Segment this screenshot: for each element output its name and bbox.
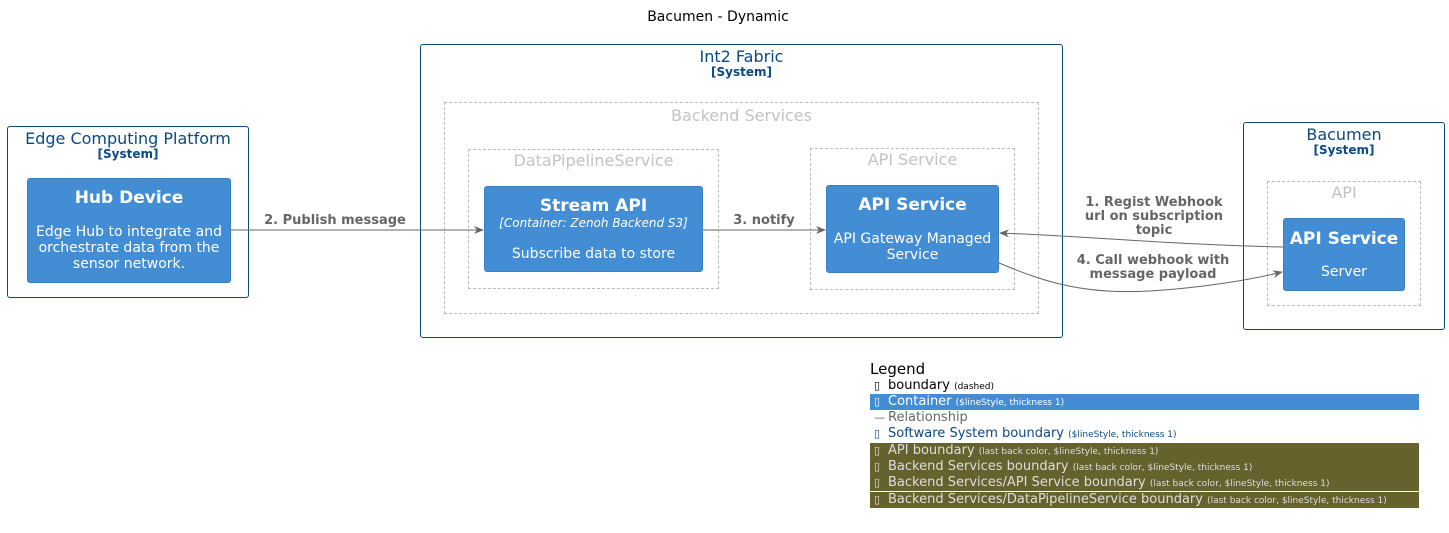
edge-label-publish: 2. Publish message [264,213,406,228]
node-title: API Service [858,195,967,215]
node-description: API Gateway Managed Service [833,231,992,263]
legend-item: ▯ Software System boundary ($lineStyle, t… [870,426,1419,442]
edge-label-regist-webhook: 1. Regist Webhook url on subscription to… [1084,195,1224,238]
node-api-server[interactable]: API Service Server [1283,218,1405,291]
boundary-name-apiservice: API Service [867,150,958,169]
edge-label-call-webhook: 4. Call webhook with message payload [1076,253,1230,282]
legend-label: Backend Services boundary [888,459,1073,474]
legend-item: —Relationship [870,410,1419,426]
legend-item: ▯ Container ($lineStyle, thickness 1) [870,394,1419,410]
legend-note: ($lineStyle, thickness 1) [955,398,1065,408]
boundary-api-service: API Service [810,148,1015,290]
legend-item: ▯ Backend Services boundary (last back co… [870,459,1419,475]
boundary-name-backend: Backend Services [671,106,812,125]
legend-item: ▯ API boundary (last back color, $lineSty… [870,443,1419,459]
legend-item: ▯ Backend Services/DataPipelineService bo… [870,492,1419,508]
node-api-gateway[interactable]: API Service API Gateway Managed Service [826,185,999,273]
legend-item: ▯ boundary (dashed) [870,378,1419,394]
legend-icon: ▯ [874,395,881,408]
legend-icon: ▯ [874,379,881,392]
legend-note: ($lineStyle, thickness 1) [1068,430,1177,440]
edge-label-notify: 3. notify [733,213,795,228]
boundary-name-pipeline: DataPipelineService [513,151,674,170]
legend-item: ▯ Backend Services/API Service boundary (… [870,475,1419,491]
system-boundary-bacumen: Bacumen [System] [1243,122,1445,330]
legend-icon: ▯ [874,444,881,457]
legend-icon: ▯ [874,427,881,440]
node-stream-api[interactable]: Stream API [Container: Zenoh Backend S3]… [484,186,703,272]
system-tag-bacumen: [System] [1313,143,1375,157]
legend-label: Backend Services/DataPipelineService bou… [888,492,1208,507]
legend-note: (last back color, $lineStyle, thickness … [1149,479,1330,489]
diagram-title: Bacumen - Dynamic [647,9,789,25]
system-boundary-edge: Edge Computing Platform [System] Hub Dev… [7,126,249,298]
legend-icon: — [874,411,885,424]
system-name-fabric: Int2 Fabric [699,47,784,66]
arrow-regist-webhook [999,229,1284,248]
node-title: API Service [1289,229,1399,249]
boundary-api: API [1267,181,1421,306]
node-title: Stream API [539,196,648,216]
boundary-data-pipeline: DataPipelineService [468,149,719,289]
legend-label: Backend Services/API Service boundary [888,475,1150,490]
node-hub-device[interactable]: Hub Device Edge Hub to integrate and orc… [27,178,231,283]
legend-icon: ▯ [874,476,881,489]
legend-label: Software System boundary [888,426,1069,441]
arrow-call-webhook [998,262,1283,293]
legend-icon: ▯ [874,493,881,506]
legend-label: API boundary [888,443,979,458]
node-description: Subscribe data to store [511,246,676,262]
system-tag-fabric: [System] [711,65,772,79]
boundary-name-api: API [1331,183,1357,202]
legend-note: (last back color, $lineStyle, thickness … [1072,463,1253,473]
legend-label: Container [888,394,956,409]
legend-note: (dashed) [954,382,994,392]
system-name-edge: Edge Computing Platform [25,129,231,148]
node-description: Server [1321,264,1367,280]
legend-icon: ▯ [874,460,881,473]
boundary-backend-services: Backend Services [444,102,1039,314]
system-name-bacumen: Bacumen [1306,125,1382,144]
legend-label: Relationship [888,410,968,425]
node-title: Hub Device [74,188,184,208]
node-technology: [Container: Zenoh Backend S3] [499,216,688,230]
legend-title: Legend [870,360,926,378]
node-description: Edge Hub to integrate and orchestrate da… [36,224,222,272]
system-tag-edge: [System] [97,147,159,161]
legend-note: (last back color, $lineStyle, thickness … [1207,496,1387,506]
legend-label: boundary [888,378,955,393]
system-boundary-fabric: Int2 Fabric [System] [420,44,1063,338]
legend-note: (last back color, $lineStyle, thickness … [978,447,1159,457]
